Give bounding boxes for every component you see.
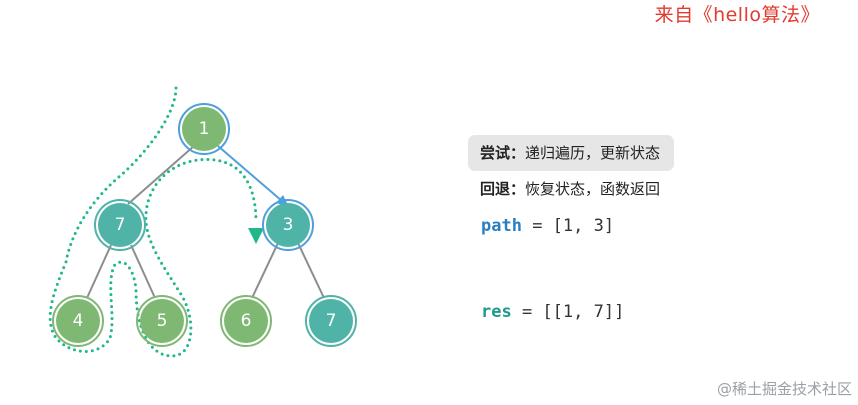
legend-back-text: 恢复状态，函数返回 xyxy=(525,180,661,198)
legend-back: 回退：恢复状态，函数返回 xyxy=(468,171,674,207)
edge-1-7 xyxy=(127,145,195,205)
svg-text:3: 3 xyxy=(283,215,294,235)
watermark: @稀土掘金技术社区 xyxy=(716,380,852,398)
traversal-arrowhead xyxy=(248,228,264,244)
path-value: = [1, 3] xyxy=(521,216,615,236)
tree-node: 4 xyxy=(52,295,104,347)
edge-3-7 xyxy=(297,242,325,299)
path-variable: path xyxy=(481,216,522,236)
edge-7-4 xyxy=(86,244,112,299)
tree-node: 6 xyxy=(220,295,272,347)
svg-text:7: 7 xyxy=(326,311,337,331)
svg-text:6: 6 xyxy=(241,311,252,331)
legend-try: 尝试：递归遍历，更新状态 xyxy=(468,135,675,171)
path-state: path = [1, 3] xyxy=(481,216,614,236)
svg-text:1: 1 xyxy=(199,119,210,139)
edge-3-6 xyxy=(251,242,279,299)
svg-text:5: 5 xyxy=(157,311,168,331)
edge-7-5 xyxy=(130,244,156,299)
legend-try-label: 尝试： xyxy=(480,144,526,162)
source-label: 来自《hello算法》 xyxy=(654,4,820,26)
tree-node: 7 xyxy=(305,295,357,347)
legend-back-label: 回退： xyxy=(480,180,526,198)
tree-node: 1 xyxy=(178,103,230,155)
res-state: res = [[1, 7]] xyxy=(481,302,624,322)
tree-node: 5 xyxy=(136,295,188,347)
res-value: = [[1, 7]] xyxy=(511,302,625,322)
svg-text:7: 7 xyxy=(115,215,126,235)
legend: 尝试：递归遍历，更新状态 回退：恢复状态，函数返回 xyxy=(468,135,675,207)
traversal-dotted-path xyxy=(48,86,258,358)
legend-try-text: 递归遍历，更新状态 xyxy=(525,144,661,162)
tree-node: 7 xyxy=(94,199,146,251)
svg-text:4: 4 xyxy=(73,311,84,331)
res-variable: res xyxy=(481,302,512,322)
edge-1-3 xyxy=(217,145,283,202)
tree-node: 3 xyxy=(262,199,314,251)
